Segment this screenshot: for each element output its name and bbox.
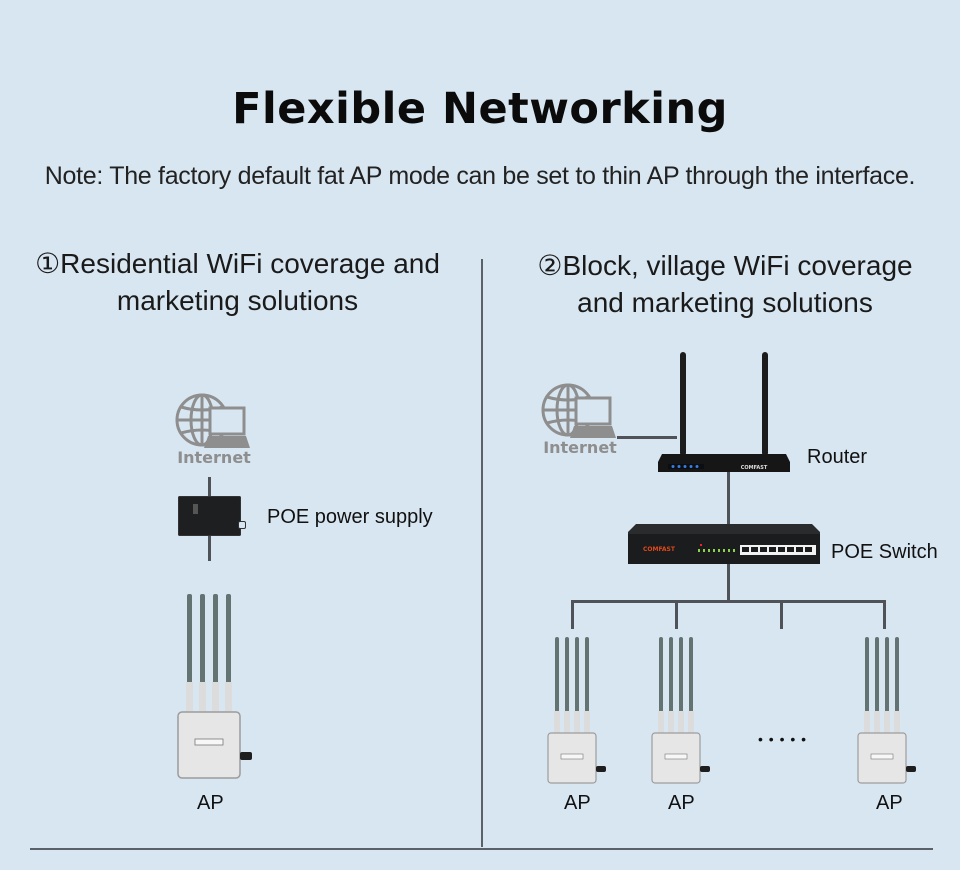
svg-text:COMFAST: COMFAST <box>741 465 768 471</box>
cable-drop-more <box>780 600 783 629</box>
ap-label-4: AP <box>876 792 903 814</box>
bottom-rule <box>30 848 933 850</box>
ap-device-4 <box>856 635 920 785</box>
internet-label: Internet <box>543 438 617 457</box>
ap-device-2 <box>546 635 610 785</box>
poe-switch-device: COMFAST <box>628 524 820 564</box>
cable-switch-trunk <box>727 564 730 601</box>
cable-router-switch <box>727 472 730 530</box>
poe-switch-label: POE Switch <box>831 541 938 563</box>
globe-laptop-icon <box>541 383 616 438</box>
section1-heading-line1: ①Residential WiFi coverage and <box>35 248 440 279</box>
cable-drop-ap3 <box>883 600 886 629</box>
section1-heading-line2: marketing solutions <box>116 285 359 316</box>
section2-heading-line1: ②Block, village WiFi coverage <box>537 250 913 281</box>
section1-heading: ①Residential WiFi coverage and marketing… <box>10 245 465 319</box>
cable-internet-router <box>617 436 677 439</box>
poe-power-supply-label: POE power supply <box>267 506 433 528</box>
outdoor-ap-icon <box>651 637 710 784</box>
ap-device-1 <box>175 592 255 782</box>
ap-device-3 <box>650 635 714 785</box>
internet-node-2: Internet <box>538 382 622 460</box>
poe-injector-icon <box>178 496 246 536</box>
ap-label-3: AP <box>668 792 695 814</box>
router-label: Router <box>807 446 868 468</box>
section2-heading-line2: and marketing solutions <box>577 287 873 318</box>
internet-label: Internet <box>177 448 251 467</box>
note-text: Note: The factory default fat AP mode ca… <box>44 162 916 190</box>
router-icon: COMFAST <box>658 352 790 472</box>
cable-drop-ap2 <box>675 600 678 629</box>
ap-label-2: AP <box>564 792 591 814</box>
poe-switch-icon: COMFAST <box>628 524 820 564</box>
svg-text:COMFAST: COMFAST <box>643 546 676 553</box>
outdoor-ap-icon <box>177 594 252 779</box>
outdoor-ap-icon <box>857 637 916 784</box>
page-title: Flexible Networking <box>232 84 728 134</box>
ap-label-1: AP <box>197 792 224 814</box>
more-aps-ellipsis: • • • • • <box>758 731 808 747</box>
section2-heading: ②Block, village WiFi coverage and market… <box>495 247 955 321</box>
outdoor-ap-icon <box>547 637 606 784</box>
router-device: COMFAST <box>658 350 790 472</box>
globe-laptop-icon <box>175 393 250 448</box>
cable-drop-ap1 <box>571 600 574 629</box>
cable-distribution-bus <box>571 600 886 603</box>
section-divider <box>481 259 483 847</box>
internet-node-1: Internet <box>172 392 256 470</box>
